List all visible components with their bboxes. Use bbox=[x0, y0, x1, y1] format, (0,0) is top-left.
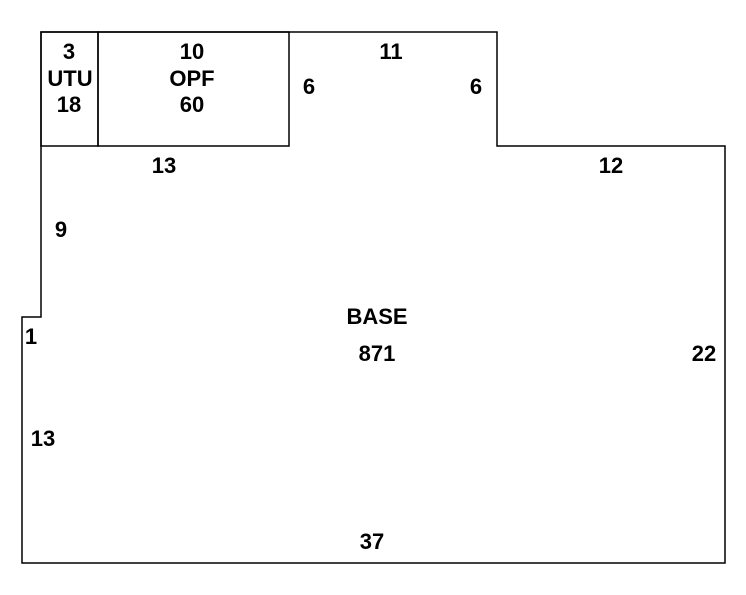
dim-left-jog: 1 bbox=[25, 324, 37, 349]
base-label: BASE bbox=[346, 304, 407, 329]
dim-upper-right: 12 bbox=[599, 153, 623, 178]
utu-top-dim: 3 bbox=[63, 39, 75, 64]
opf-top-dim: 10 bbox=[180, 39, 204, 64]
utu-area-value: 18 bbox=[57, 92, 81, 117]
dim-right: 22 bbox=[692, 341, 716, 366]
dim-notch-left: 6 bbox=[303, 74, 315, 99]
dim-upper-left: 13 bbox=[152, 153, 176, 178]
dim-notch-right: 6 bbox=[470, 74, 482, 99]
opf-area bbox=[97, 31, 290, 147]
dim-bottom: 37 bbox=[360, 529, 384, 554]
base-area-value: 871 bbox=[359, 341, 396, 366]
utu-label: UTU bbox=[47, 66, 92, 91]
base-outline bbox=[21, 31, 726, 564]
opf-label: OPF bbox=[169, 66, 214, 91]
dim-left-upper: 9 bbox=[55, 217, 67, 242]
opf-area-value: 60 bbox=[180, 92, 204, 117]
dim-left-lower: 13 bbox=[31, 426, 55, 451]
dim-top-notch: 11 bbox=[379, 39, 402, 64]
